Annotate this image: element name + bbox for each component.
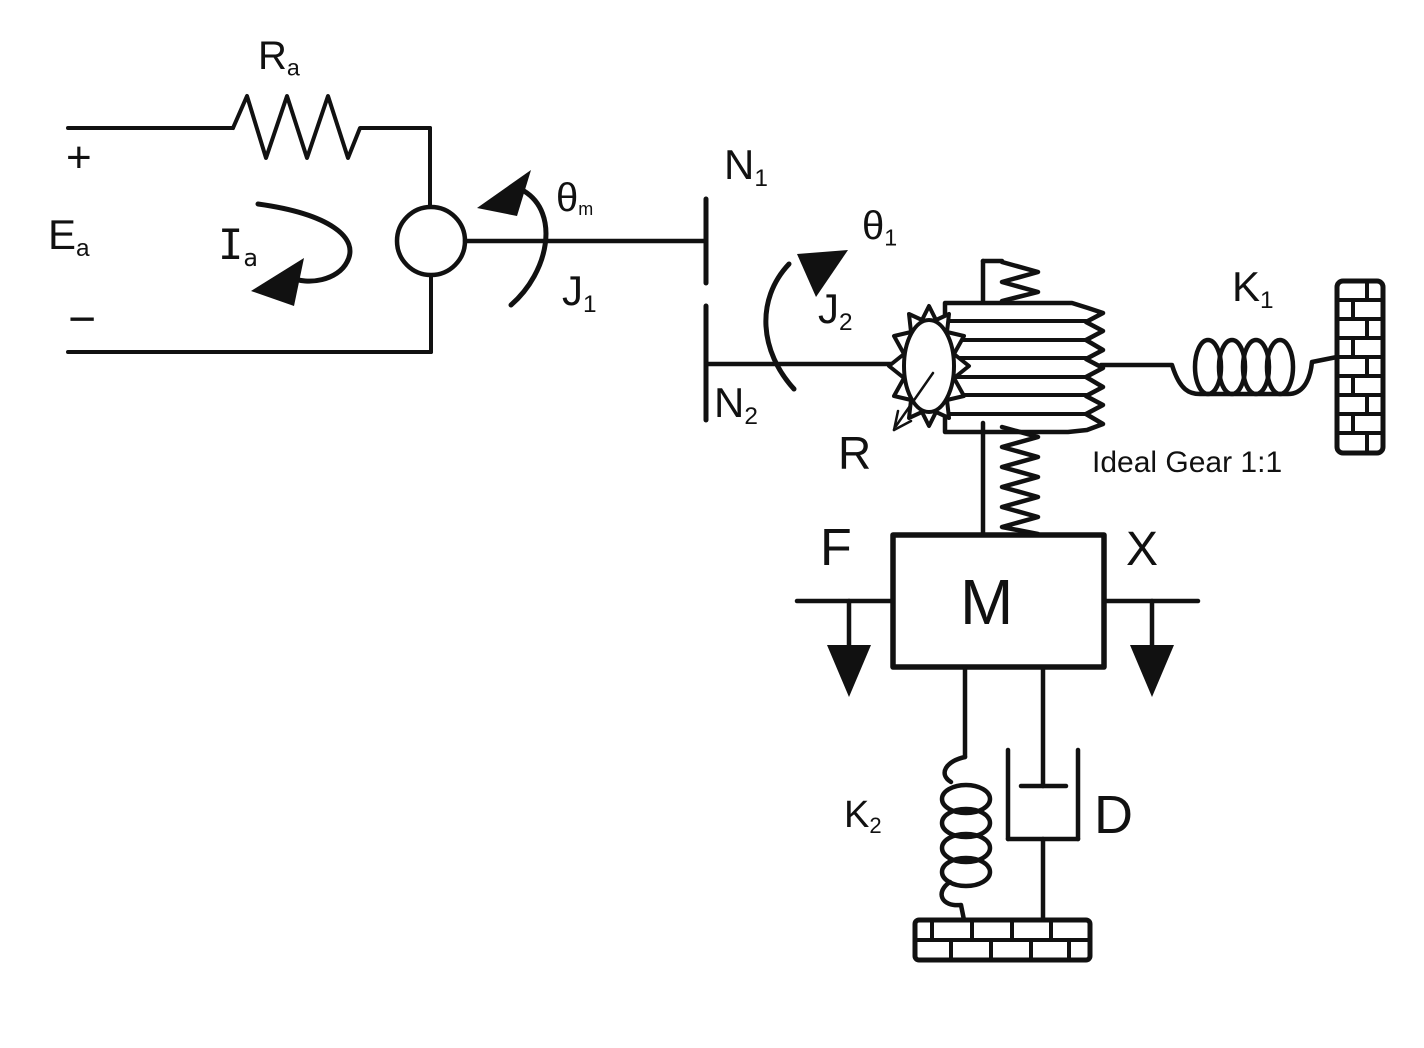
label-pinion-radius: R [838, 427, 872, 479]
radius-arrow-icon [892, 371, 935, 432]
resistor-icon [231, 94, 432, 160]
theta-m-arrow-icon [477, 170, 549, 308]
label-minus: − [68, 293, 97, 346]
label-source-voltage: Ea [48, 211, 90, 262]
wall-icon [1334, 278, 1386, 456]
spring-k1-icon [1098, 337, 1340, 397]
label-armature-current: Ia [218, 220, 258, 272]
motor-icon [394, 204, 468, 278]
ground-icon [912, 917, 1093, 963]
damper-icon [1005, 664, 1081, 923]
label-inertia-2: J2 [818, 285, 853, 336]
spring-k2-icon [939, 664, 993, 923]
theta-1-arrow-icon [763, 250, 848, 392]
label-gear-n1: N1 [724, 141, 768, 192]
mass-block [890, 532, 1107, 670]
rack-bottom-icon [980, 420, 1041, 537]
label-mass: M [960, 566, 1014, 638]
armature-circuit [66, 94, 468, 354]
label-displacement: X [1126, 523, 1159, 576]
label-plus: + [66, 133, 92, 182]
label-spring-2: K2 [844, 794, 882, 839]
label-spring-1: K1 [1232, 263, 1274, 314]
gear-face [902, 318, 956, 414]
rack-top-icon [980, 258, 1041, 305]
force-arrow-icon [794, 598, 896, 697]
current-arrow-icon [251, 201, 353, 306]
label-shaft-angle: θ1 [862, 204, 898, 251]
label-damper: D [1094, 785, 1133, 845]
label-gear-n2: N2 [714, 379, 758, 430]
label-inertia-1: J1 [562, 267, 597, 318]
label-gear-note: Ideal Gear 1:1 [1092, 446, 1283, 479]
gear-teeth-stripes [948, 319, 1088, 416]
displacement-arrow-icon [1101, 598, 1201, 697]
gear-body [942, 300, 1106, 435]
pinion-gear-icon [887, 258, 1106, 537]
label-motor-angle: θm [556, 176, 594, 220]
motor-shaft [462, 170, 709, 308]
load-shaft [703, 250, 894, 392]
label-resistor: Ra [258, 34, 300, 81]
label-force: F [820, 519, 852, 577]
